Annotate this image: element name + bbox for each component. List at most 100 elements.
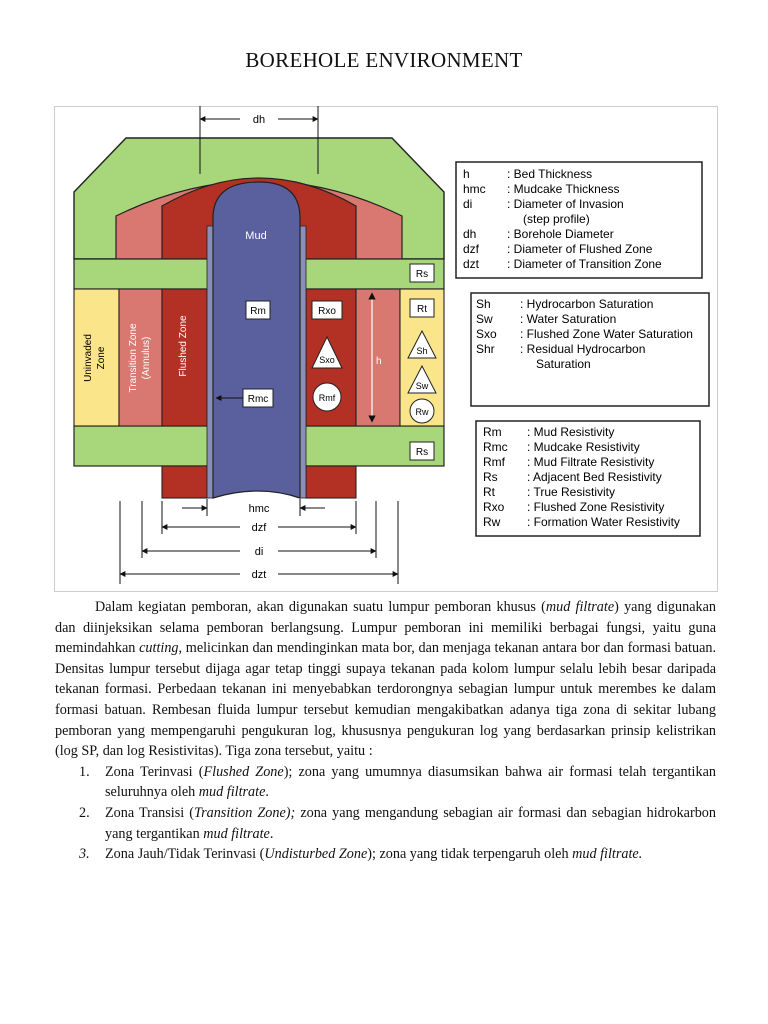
flushed-zone-label: Flushed Zone <box>178 315 189 377</box>
legend-row: Rm : Mud Resistivity <box>483 425 614 439</box>
legend-symbol: h <box>463 167 470 181</box>
legend-text: : Residual Hydrocarbon <box>520 342 645 356</box>
list-item: 1.Zona Terinvasi (Flushed Zone); zona ya… <box>79 763 716 801</box>
mudcake-left <box>206 225 214 499</box>
legend-text: : Mud Resistivity <box>527 425 614 439</box>
legend-symbol: dh <box>463 227 476 241</box>
legend-resistivities <box>475 420 701 537</box>
transition-zone-label: Transition Zone (Annulus) <box>128 323 152 393</box>
page-title: BOREHOLE ENVIRONMENT <box>245 48 523 72</box>
legend-text: : Water Saturation <box>520 312 616 326</box>
legend-row: h : Bed Thickness <box>463 167 592 181</box>
borehole-diagram-svg: Mud dh Uninvaded Zone Transition Zone (A… <box>54 106 718 592</box>
legend-saturations <box>470 292 710 407</box>
legend-text: : True Resistivity <box>527 485 615 499</box>
legend-symbol: Rmc <box>483 440 508 454</box>
svg-text:Rmf: Rmf <box>319 393 336 403</box>
borehole-diagram: Mud dh Uninvaded Zone Transition Zone (A… <box>54 106 718 592</box>
legend-text: : Mudcake Resistivity <box>527 440 640 454</box>
intro-paragraph: Dalam kegiatan pemboran, akan digunakan … <box>55 599 717 760</box>
legend-row: dzt : Diameter of Transition Zone <box>463 257 662 271</box>
legend-text: : Flushed Zone Water Saturation <box>520 327 693 341</box>
svg-text:Rw: Rw <box>416 407 429 417</box>
dh-label: dh <box>253 114 265 126</box>
mudcake-right <box>299 225 307 499</box>
legend-dimensions <box>455 161 703 279</box>
legend-row: Rw: Formation Water Resistivity <box>483 515 680 529</box>
legend-symbol: Sxo <box>476 327 497 341</box>
legend-row: Rmf: Mud Filtrate Resistivity <box>483 455 654 469</box>
legend-text: : Borehole Diameter <box>507 227 614 241</box>
svg-text:Zone: Zone <box>96 346 107 369</box>
legend-symbol: di <box>463 197 472 211</box>
list-item: 2.Zona Transisi (Transition Zone); zona … <box>79 804 716 842</box>
sxo-triangle <box>311 335 343 369</box>
rmf-circle <box>312 382 342 412</box>
mud-column <box>212 181 301 499</box>
svg-text:Sxo: Sxo <box>319 355 335 365</box>
svg-text:Transition Zone: Transition Zone <box>128 323 139 393</box>
hmc-label: hmc <box>249 503 270 515</box>
rs-box-bottom <box>409 441 435 461</box>
rm-box <box>245 300 271 320</box>
legend-row: dh : Borehole Diameter <box>463 227 614 241</box>
legend-text: Saturation <box>536 357 591 371</box>
svg-text:Rs: Rs <box>416 447 428 458</box>
legend-symbol: hmc <box>463 182 486 196</box>
legend-row: Rxo: Flushed Zone Resistivity <box>483 500 664 514</box>
legend-row: Sh: Hydrocarbon Saturation <box>476 297 653 311</box>
legend-symbol: Rt <box>483 485 496 499</box>
legend-row: di : Diameter of Invasion <box>463 197 624 211</box>
svg-text:Rm: Rm <box>250 306 266 317</box>
legend-row: Rt : True Resistivity <box>483 485 615 499</box>
mud-label: Mud <box>245 230 266 242</box>
zone-list: 1.Zona Terinvasi (Flushed Zone); zona ya… <box>55 762 716 865</box>
dzt-label: dzt <box>252 569 267 581</box>
legend-text: : Hydrocarbon Saturation <box>520 297 653 311</box>
body-text: Dalam kegiatan pemboran, akan digunakan … <box>55 597 716 865</box>
svg-text:Uninvaded: Uninvaded <box>83 334 94 382</box>
rs-box-top <box>409 263 435 283</box>
legend-symbol: Rxo <box>483 500 505 514</box>
svg-text:Rxo: Rxo <box>318 306 336 317</box>
sw-triangle <box>407 364 437 394</box>
legend-row: Rmc : Mudcake Resistivity <box>483 440 640 454</box>
legend-text: : Mudcake Thickness <box>507 182 620 196</box>
svg-text:Rt: Rt <box>417 304 427 315</box>
legend-symbol: Sw <box>476 312 493 326</box>
legend-row: Rs: Adjacent Bed Resistivity <box>483 470 662 484</box>
lower-flushed-right <box>305 465 357 499</box>
svg-text:Sw: Sw <box>416 381 429 391</box>
svg-text:Sh: Sh <box>416 346 427 356</box>
legend-row: Saturation <box>536 357 591 371</box>
legend-text: : Bed Thickness <box>507 167 592 181</box>
legend-text: : Adjacent Bed Resistivity <box>527 470 662 484</box>
legend-text: : Diameter of Flushed Zone <box>507 242 653 256</box>
svg-text:(Annulus): (Annulus) <box>141 337 152 380</box>
flushed-zone-left <box>161 288 208 427</box>
lower-flushed-left <box>161 465 208 499</box>
legend-row: (step profile) <box>523 212 590 226</box>
legend-symbol: Shr <box>476 342 495 356</box>
svg-text:Rs: Rs <box>416 269 428 280</box>
legend-symbol: Rm <box>483 425 502 439</box>
legend-text: (step profile) <box>523 212 590 226</box>
legend-text: : Diameter of Transition Zone <box>507 257 662 271</box>
rt-box <box>409 298 435 318</box>
legend-row: Sw : Water Saturation <box>476 312 616 326</box>
transition-zone-right <box>355 288 401 427</box>
dzf-label: dzf <box>252 522 268 534</box>
sh-triangle <box>407 329 437 359</box>
di-label: di <box>255 546 264 558</box>
uninvaded-zone-label: Uninvaded Zone <box>83 334 107 382</box>
legend-symbol: dzf <box>463 242 480 256</box>
legend-row: Sxo : Flushed Zone Water Saturation <box>476 327 693 341</box>
legend-text: : Diameter of Invasion <box>507 197 624 211</box>
h-label: h <box>376 356 382 367</box>
legend-text: : Formation Water Resistivity <box>527 515 680 529</box>
legend-symbol: dzt <box>463 257 480 271</box>
rw-circle <box>409 398 435 424</box>
legend-row: dzf : Diameter of Flushed Zone <box>463 242 653 256</box>
